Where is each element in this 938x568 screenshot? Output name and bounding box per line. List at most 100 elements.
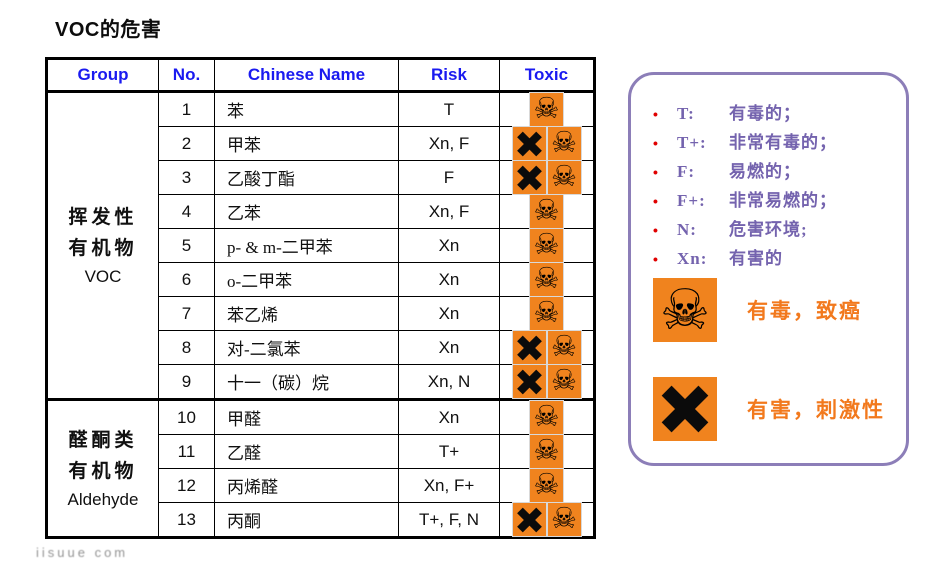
legend-key: N: <box>677 220 697 239</box>
toxic-cell: ☠ <box>499 90 595 127</box>
legend-item: •F+:非常易燃的； <box>653 186 906 215</box>
toxic-cell: ☠ <box>499 434 595 469</box>
name-cell: 对-二氯苯 <box>214 330 399 365</box>
risk-cell: Xn <box>398 330 500 365</box>
toxic-symbols: ☠ <box>500 297 593 330</box>
bullet-icon: • <box>653 134 658 151</box>
skull-icon: ☠ <box>530 297 563 330</box>
name-cell: 甲醛 <box>214 398 399 435</box>
legend-item: •T+:非常有毒的； <box>653 128 906 157</box>
name-cell: 丙烯醛 <box>214 468 399 503</box>
toxic-symbols: ☠ <box>500 469 593 502</box>
toxic-symbols: ☠ <box>500 503 593 536</box>
skull-icon: ☠ <box>547 127 581 160</box>
toxic-cell: ☠ <box>499 330 595 365</box>
no-cell: 6 <box>158 262 215 297</box>
bullet-icon: • <box>653 105 658 122</box>
legend-toxic-symbol-row: ☠ 有毒，致癌 <box>653 278 862 342</box>
name-cell: p- & m-二甲苯 <box>214 228 399 263</box>
no-cell: 8 <box>158 330 215 365</box>
toxic-cell: ☠ <box>499 398 595 435</box>
toxic-symbols: ☠ <box>500 435 593 468</box>
group-label-zh: 醛酮类 <box>68 429 138 451</box>
risk-cell: T+ <box>398 434 500 469</box>
toxic-cell: ☠ <box>499 502 595 538</box>
legend-harmful-symbol-row: 有害，刺激性 <box>653 377 885 441</box>
no-cell: 13 <box>158 502 215 538</box>
group-cell: 醛酮类有机物 Aldehyde <box>46 398 159 538</box>
toxic-cell: ☠ <box>499 194 595 229</box>
skull-icon: ☠ <box>547 161 581 194</box>
risk-cell: T+, F, N <box>398 502 500 538</box>
legend-desc: 非常易燃的； <box>729 191 837 210</box>
toxic-symbol-caption: 有毒，致癌 <box>747 299 862 323</box>
voc-hazard-table: Group No. Chinese Name Risk Toxic 挥发性有机物… <box>45 57 596 539</box>
risk-cell: Xn <box>398 398 500 435</box>
page-title: VOC的危害 <box>55 19 162 41</box>
skull-icon: ☠ <box>530 469 563 502</box>
no-cell: 3 <box>158 160 215 195</box>
toxic-symbols: ☠ <box>500 263 593 296</box>
no-cell: 10 <box>158 398 215 435</box>
legend-item: •Xn:有害的 <box>653 244 906 273</box>
col-header-toxic: Toxic <box>499 58 595 93</box>
legend-desc: 危害环境; <box>729 220 808 239</box>
legend-list: •T:有毒的；•T+:非常有毒的；•F:易燃的；•F+:非常易燃的；•N:危害环… <box>631 99 906 273</box>
harmful-x-icon <box>512 503 546 536</box>
risk-cell: F <box>398 160 500 195</box>
legend-key: T: <box>677 104 695 123</box>
group-label-zh: 有机物 <box>68 460 138 482</box>
skull-icon: ☠ <box>530 195 563 228</box>
name-cell: 十一（碳）烷 <box>214 364 399 400</box>
name-cell: 乙苯 <box>214 194 399 229</box>
no-cell: 11 <box>158 434 215 469</box>
skull-icon: ☠ <box>530 229 563 262</box>
harmful-x-icon <box>653 377 717 441</box>
name-cell: 丙酮 <box>214 502 399 538</box>
toxic-cell: ☠ <box>499 468 595 503</box>
toxic-cell: ☠ <box>499 364 595 400</box>
col-header-no: No. <box>158 58 215 93</box>
skull-icon: ☠ <box>547 331 581 364</box>
skull-icon: ☠ <box>547 503 581 536</box>
legend-key: T+: <box>677 133 707 152</box>
name-cell: 苯乙烯 <box>214 296 399 331</box>
legend-desc: 易燃的； <box>729 162 801 181</box>
legend-key: F: <box>677 162 696 181</box>
skull-icon: ☠ <box>547 365 581 398</box>
legend-item: •N:危害环境; <box>653 215 906 244</box>
risk-cell: Xn, F <box>398 194 500 229</box>
toxic-symbols: ☠ <box>500 93 593 126</box>
table-header-row: Group No. Chinese Name Risk Toxic <box>46 58 595 93</box>
skull-icon: ☠ <box>653 278 717 342</box>
legend-item: • F: 易燃的； <box>653 157 906 186</box>
toxic-symbols: ☠ <box>500 229 593 262</box>
no-cell: 9 <box>158 364 215 400</box>
no-cell: 7 <box>158 296 215 331</box>
no-cell: 12 <box>158 468 215 503</box>
legend-item: •T:有毒的； <box>653 99 906 128</box>
toxic-symbols: ☠ <box>500 161 593 194</box>
bullet-icon: • <box>653 163 658 180</box>
toxic-symbols: ☠ <box>500 331 593 364</box>
risk-cell: Xn <box>398 296 500 331</box>
name-cell: o-二甲苯 <box>214 262 399 297</box>
group-label-zh: 有机物 <box>68 237 138 259</box>
group-label-en: Aldehyde <box>67 489 139 509</box>
name-cell: 苯 <box>214 90 399 127</box>
risk-cell: Xn, F+ <box>398 468 500 503</box>
legend-box: •T:有毒的；•T+:非常有毒的；•F:易燃的；•F+:非常易燃的；•N:危害环… <box>628 72 909 466</box>
risk-cell: Xn, N <box>398 364 500 400</box>
toxic-symbols: ☠ <box>500 195 593 228</box>
harmful-x-icon <box>512 127 546 160</box>
harmful-x-icon <box>512 365 546 398</box>
no-cell: 4 <box>158 194 215 229</box>
